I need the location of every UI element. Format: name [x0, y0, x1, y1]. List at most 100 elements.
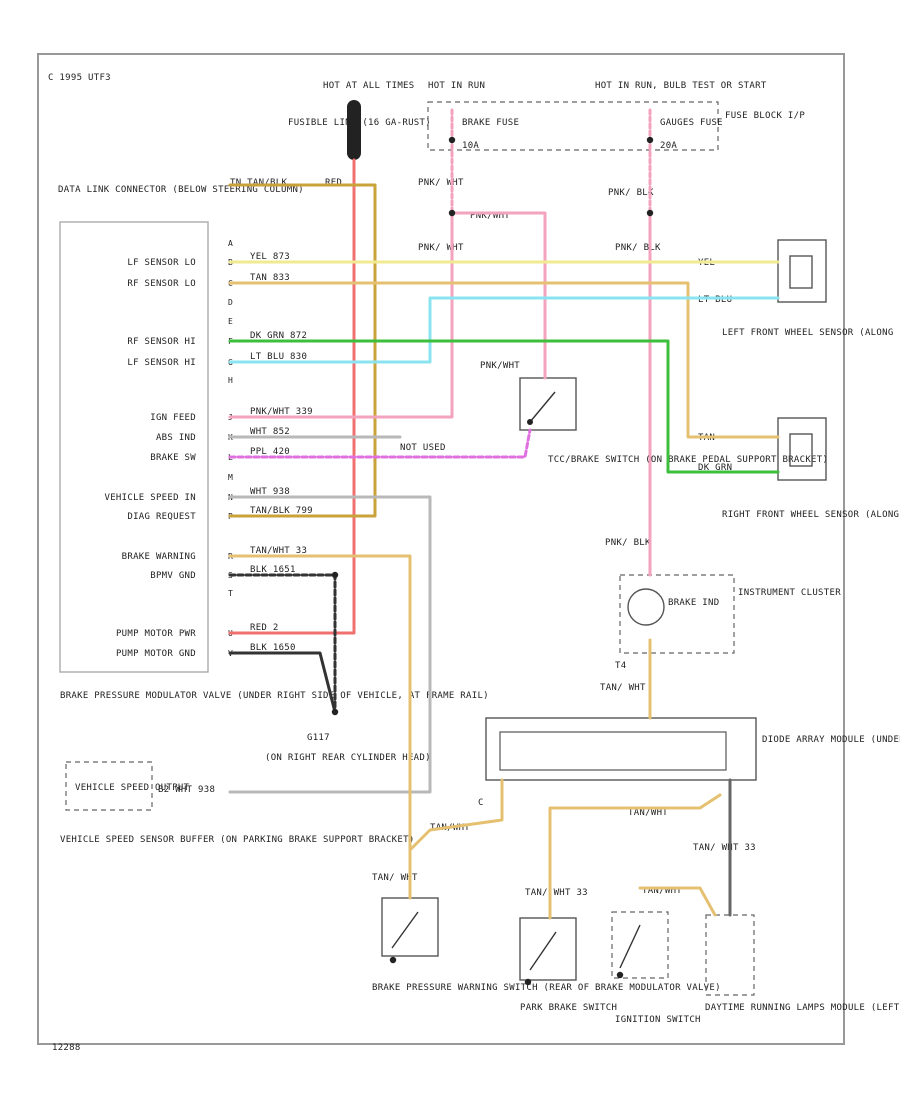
fuse-terminal-icon [448, 136, 456, 144]
brake-switch-wire: TAN/ WHT [372, 873, 418, 883]
dlc-wire-label: TAN/WHT 33 [250, 546, 307, 556]
tan-blk-wire [228, 183, 377, 518]
vss-buffer-box [65, 761, 153, 811]
bpmv-label: BRAKE PRESSURE MODULATOR VALVE (UNDER RI… [60, 691, 489, 701]
tcc-switch-contact [529, 391, 556, 423]
dlc-pin: T [228, 589, 233, 598]
brake-switch-label: BRAKE PRESSURE WARNING SWITCH (REAR OF B… [372, 983, 721, 993]
pink-ign-wire [228, 211, 454, 419]
magenta-brake-sw-wire [228, 428, 532, 459]
dlc-pin-label: PUMP MOTOR PWR [116, 629, 196, 639]
pnk-blk2-label: PNK/ BLK [615, 243, 661, 253]
cluster-pnk-label: PNK/ BLK [605, 538, 651, 548]
dlc-pin-label: RF SENSOR LO [127, 279, 196, 289]
dlc-wire-label: TAN/BLK 799 [250, 506, 313, 516]
dlc-wire-label: LT BLU 830 [250, 352, 307, 362]
fusible-link-icon [347, 100, 361, 160]
rf-sensor-coil-icon [789, 433, 813, 467]
ground-icon [524, 978, 532, 986]
dlc-pin: A [228, 239, 233, 248]
drl-label: DAYTIME RUNNING LAMPS MODULE (LEFT SIDE … [705, 1003, 900, 1013]
dlc-wire-label: BLK 1651 [250, 565, 296, 575]
rf-sensor-label: RIGHT FRONT WHEEL SENSOR (ALONG FRAME RA… [722, 510, 900, 520]
dlc-pin-label: BRAKE WARNING [122, 552, 196, 562]
lf-sensor-coil-icon [789, 255, 813, 289]
brake-ind-bulb-icon [627, 588, 665, 626]
brake-warning-switch-box [381, 897, 439, 957]
park-switch-contact [529, 931, 557, 971]
pink-wht-wire [450, 211, 547, 380]
dlc-wire-label: DK GRN 872 [250, 331, 307, 341]
dlc-wire-label: WHT 938 [250, 487, 290, 497]
vss-wire-label: B2 WHT 938 [158, 785, 215, 795]
hot-all-label: HOT AT ALL TIMES [323, 81, 415, 91]
dlc-pin-label: RF SENSOR HI [127, 337, 196, 347]
cluster-outline [619, 574, 735, 654]
ground-icon [616, 971, 624, 979]
corner-label: C 1995 UTF3 [48, 73, 111, 83]
cyan-lf-hi-wire [228, 296, 780, 364]
dlc-tn-wire: TN TAN/BLK [230, 178, 287, 188]
rf-sensor-connector [777, 417, 827, 481]
hot-run-label: HOT IN RUN [428, 81, 485, 91]
tcc-switch-box [519, 377, 577, 431]
pnk-wht-label: PNK/ WHT [418, 178, 464, 188]
fuse-terminal-icon [646, 136, 654, 144]
dlc-pin: D [228, 298, 233, 307]
dlc-pin-label: IGN FEED [150, 413, 196, 423]
ground-g117-icon [331, 708, 339, 716]
diode-array-box [485, 717, 757, 781]
tan-rf-lo-wire [228, 281, 780, 439]
dlc-wire-label: RED 2 [250, 623, 279, 633]
dlc-pin: E [228, 317, 233, 326]
cluster-pin: T4 [615, 661, 626, 671]
pnk-wht2-label: PNK/ WHT [418, 243, 464, 253]
park-brake-switch-box [519, 917, 577, 981]
dlc-wire-label: PNK/WHT 339 [250, 407, 313, 417]
red-power-wire [228, 158, 356, 635]
tcc-switch-label: TCC/BRAKE SWITCH (ON BRAKE PEDAL SUPPORT… [548, 455, 828, 465]
lf-sensor-connector [777, 239, 827, 303]
tan-pin-c: C [478, 798, 484, 808]
dlc-wire-label: YEL 873 [250, 252, 290, 262]
g117-label: G117 [307, 733, 330, 743]
brake-fuse-amp: 10A [462, 141, 479, 151]
dlc-pin-label: PUMP MOTOR GND [116, 649, 196, 659]
dlc-body [59, 221, 209, 673]
diode-array-inner [499, 731, 727, 771]
tan-drl-wire [638, 886, 717, 917]
hot-bulb-label: HOT IN RUN, BULB TEST OR START [595, 81, 767, 91]
dlc-pin: H [228, 376, 233, 385]
black-pump-gnd-wire [228, 651, 337, 714]
dlc-pin: M [228, 473, 233, 482]
dlc-pin-label: VEHICLE SPEED IN [105, 493, 197, 503]
park-switch-wire: TAN/ WHT 33 [525, 888, 588, 898]
diagram-frame [37, 53, 845, 1045]
cluster-label: INSTRUMENT CLUSTER [738, 588, 841, 598]
green-rf-hi-wire [228, 339, 780, 474]
dlc-pin-label: ABS IND [156, 433, 196, 443]
gauges-fuse-label: GAUGES FUSE [660, 118, 723, 128]
dlc-wire-label: PPL 420 [250, 447, 290, 457]
vss-description: VEHICLE SPEED SENSOR BUFFER (ON PARKING … [60, 835, 415, 845]
brake-fuse-label: BRAKE FUSE [462, 118, 519, 128]
lf-wire-blu: LT BLU [698, 295, 732, 305]
wire-paths [228, 108, 780, 986]
dlc-pin-label: BPMV GND [150, 571, 196, 581]
splice-dot-icon [331, 571, 339, 579]
fuse-block-label: FUSE BLOCK I/P [725, 111, 805, 121]
tan-wht2-label: TAN/WHT [628, 808, 668, 818]
g117-location: (ON RIGHT REAR CYLINDER HEAD) [265, 753, 431, 763]
splice-dot-icon [448, 209, 456, 217]
cluster-out-label: TAN/ WHT [600, 683, 646, 693]
tcc-switch-pivot-icon [527, 419, 533, 425]
dlc-wire-label: BLK 1650 [250, 643, 296, 653]
fuse-block-outline [427, 101, 719, 151]
park-switch-label: PARK BRAKE SWITCH [520, 1003, 617, 1013]
vss-buffer-label: VEHICLE SPEED OUTPUT [75, 783, 190, 793]
drl-module-box [705, 914, 755, 996]
pnk-blk-label: PNK/ BLK [608, 188, 654, 198]
